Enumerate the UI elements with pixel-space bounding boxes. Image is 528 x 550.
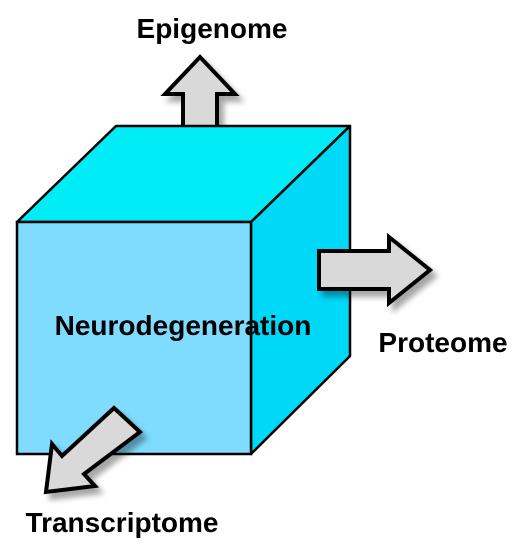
down-left-arrow-icon [43, 405, 144, 495]
center-label: Neurodegeneration [55, 310, 312, 341]
cube-front-face [15, 220, 253, 456]
epigenome-label: Epigenome [137, 13, 288, 44]
proteome-label: Proteome [378, 327, 507, 358]
right-arrow-icon [317, 232, 434, 308]
transcriptome-label: Transcriptome [26, 507, 219, 538]
cube [15, 124, 352, 456]
